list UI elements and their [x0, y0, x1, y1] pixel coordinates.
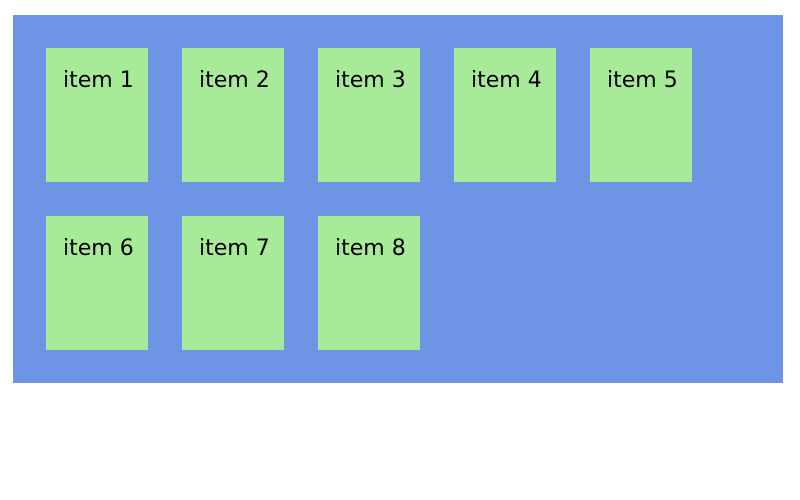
grid-item: item 7: [182, 216, 284, 350]
grid-item: item 6: [46, 216, 148, 350]
grid-item: item 3: [318, 48, 420, 182]
grid-item: item 8: [318, 216, 420, 350]
grid-item: item 2: [182, 48, 284, 182]
grid-item: item 1: [46, 48, 148, 182]
flex-container: item 1 item 2 item 3 item 4 item 5 item …: [13, 15, 783, 383]
grid-item: item 5: [590, 48, 692, 182]
grid-item: item 4: [454, 48, 556, 182]
